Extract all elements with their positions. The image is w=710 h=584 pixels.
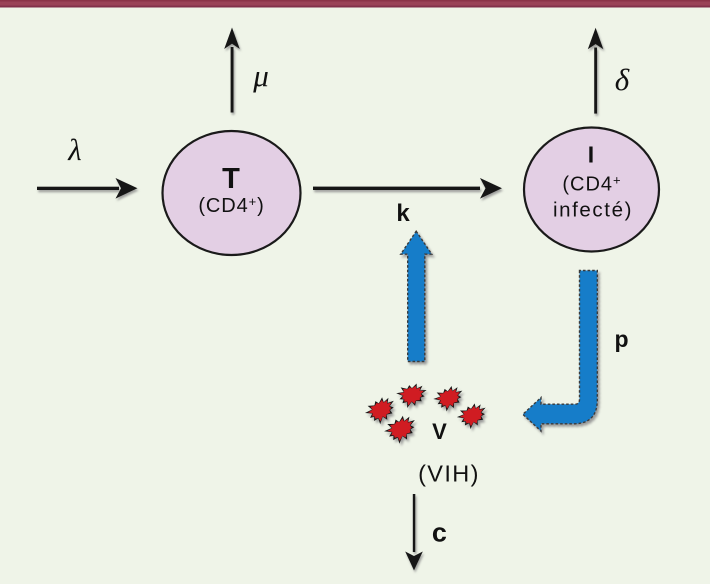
- svg-text:(CD4+: (CD4+: [562, 173, 621, 196]
- svg-text:infecté): infecté): [553, 199, 633, 222]
- svg-text:V: V: [432, 419, 447, 444]
- svg-text:μ: μ: [252, 58, 269, 93]
- svg-text:I: I: [588, 142, 594, 168]
- svg-text:λ: λ: [67, 132, 81, 167]
- svg-text:c: c: [432, 518, 447, 548]
- svg-text:(CD4+): (CD4+): [198, 194, 264, 217]
- svg-text:T: T: [222, 163, 240, 195]
- svg-text:k: k: [396, 200, 410, 227]
- svg-text:p: p: [614, 326, 628, 352]
- svg-text:δ: δ: [615, 62, 630, 97]
- svg-text:(VIH): (VIH): [418, 461, 480, 487]
